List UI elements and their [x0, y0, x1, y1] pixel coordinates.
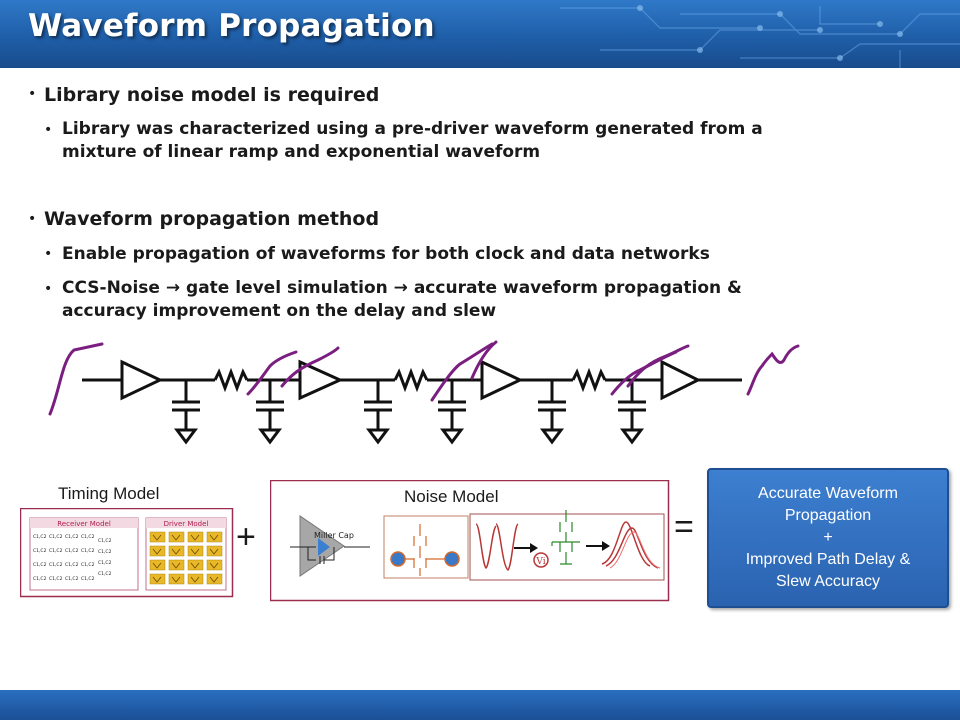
driver-table-cell [168, 573, 185, 585]
bullet-marker: • [28, 86, 37, 102]
driver-table-cell-glyph [209, 576, 219, 583]
driver-table-cell-glyph [171, 548, 181, 555]
receiver-table-cell: C1,C2 [49, 562, 63, 568]
plus-operator: + [236, 518, 256, 556]
driver-table-cell-glyph [190, 548, 200, 555]
driver-table-cell-glyph [190, 576, 200, 583]
receiver-table-cell: C1,C2 [49, 534, 63, 540]
sub-bullet-line: accuracy improvement on the delay and sl… [62, 301, 497, 321]
receiver-table-cell: C1,C2 [65, 534, 79, 540]
driver-table-cell-glyph [152, 576, 162, 583]
footer-bar [0, 690, 960, 720]
receiver-table-cell: C1,C2 [49, 548, 63, 554]
noise-model-box: Miller Cap Vi [270, 480, 670, 602]
result-line: Propagation [784, 507, 872, 524]
receiver-table-cell: C1,C2 [81, 548, 95, 554]
bullet-marker: • [28, 211, 37, 227]
sub-bullet-line: Enable propagation of waveforms for both… [62, 244, 710, 264]
buffer-chain-diagram [48, 340, 800, 444]
driver-table-cell-glyph [171, 534, 181, 541]
receiver-table-cell: C1,C2 [33, 576, 47, 582]
receiver-table-cell: C1,C2 [65, 548, 79, 554]
slide-title: Waveform Propagation [28, 8, 435, 44]
equals-operator: = [674, 508, 694, 546]
receiver-table-cell: C1,C2 [65, 576, 79, 582]
driver-table-cell [149, 531, 166, 543]
driver-table-cell [168, 531, 185, 543]
driver-table-cell-glyph [152, 534, 162, 541]
driver-table-cell-glyph [171, 576, 181, 583]
receiver-table-cell: C1,C2 [33, 562, 47, 568]
driver-table-cell-glyph [171, 562, 181, 569]
driver-table-cell-glyph [209, 562, 219, 569]
sub-bullet-item: Library was characterized using a pre-dr… [62, 118, 763, 164]
receiver-table-cell: C1,C2 [81, 534, 95, 540]
driver-table-cell-glyph [190, 534, 200, 541]
driver-table-cell [149, 559, 166, 571]
circuit-pattern-decoration [560, 5, 960, 68]
driver-table-cell [187, 573, 204, 585]
receiver-table-cell: C1,C2 [81, 562, 95, 568]
receiver-table-cell: C1,C2 [98, 560, 112, 566]
sub-bullet-item: CCS-Noise → gate level simulation → accu… [62, 277, 742, 323]
sub-bullet-line: Library was characterized using a pre-dr… [62, 119, 763, 139]
driver-table-cell [187, 531, 204, 543]
driver-table-cell [187, 559, 204, 571]
driver-model-label: Driver Model [164, 520, 209, 528]
driver-table-cell [206, 545, 223, 557]
title-bar: Waveform Propagation [0, 0, 960, 68]
noise-model-title: Noise Model [404, 487, 499, 506]
result-line: Slew Accuracy [775, 573, 881, 590]
result-line: Improved Path Delay & [745, 551, 911, 568]
bullet-item: Waveform propagation method [44, 208, 380, 230]
receiver-table-cell: C1,C2 [49, 576, 63, 582]
result-line: Accurate Waveform [758, 485, 898, 502]
sub-bullet-line: mixture of linear ramp and exponential w… [62, 142, 541, 162]
receiver-table-cell: C1,C2 [65, 562, 79, 568]
bullet-marker: • [44, 246, 53, 262]
bullet-marker: • [44, 281, 53, 297]
driver-table-cell [206, 573, 223, 585]
sub-bullet-item: Enable propagation of waveforms for both… [62, 243, 710, 266]
receiver-table-cell: C1,C2 [81, 576, 95, 582]
timing-model-title: Timing Model [58, 484, 160, 503]
receiver-table-cell: C1,C2 [33, 534, 47, 540]
receiver-table-cell: C1,C2 [98, 571, 112, 577]
receiver-table-cell: C1,C2 [98, 538, 112, 544]
driver-table-cell-glyph [209, 548, 219, 555]
result-box: Accurate Waveform Propagation + Improved… [707, 468, 949, 608]
vi-source-label: Vi [535, 557, 545, 567]
driver-table-cell [149, 545, 166, 557]
result-line: + [823, 529, 833, 546]
receiver-table-cell: C1,C2 [98, 549, 112, 555]
driver-table-cell [168, 545, 185, 557]
bullet-marker: • [44, 122, 53, 138]
driver-table-cell [168, 559, 185, 571]
sub-bullet-line: CCS-Noise → gate level simulation → accu… [62, 278, 742, 298]
driver-table-cell [149, 573, 166, 585]
bullet-item: Library noise model is required [44, 84, 380, 106]
receiver-table-cell: C1,C2 [33, 548, 47, 554]
driver-table-cell-glyph [209, 534, 219, 541]
receiver-model-label: Receiver Model [57, 520, 111, 528]
driver-table-cell-glyph [190, 562, 200, 569]
driver-table-cell-glyph [152, 562, 162, 569]
driver-table-cell [187, 545, 204, 557]
driver-table-cell [206, 559, 223, 571]
driver-table-cell [206, 531, 223, 543]
driver-table-cell-glyph [152, 548, 162, 555]
miller-cap-label: Miller Cap [314, 531, 354, 540]
